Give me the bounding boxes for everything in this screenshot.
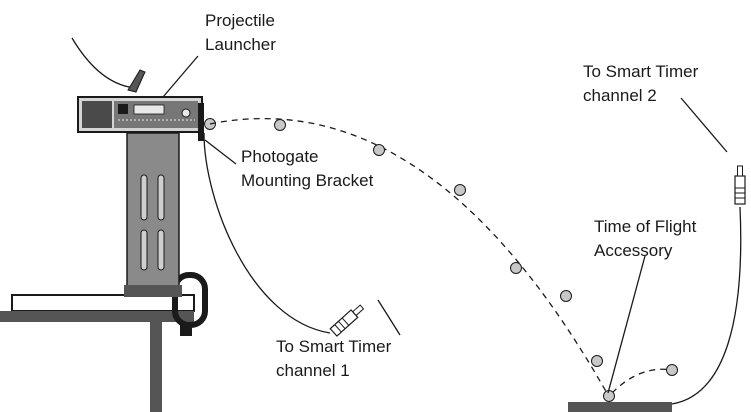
label-launcher-line1: Projectile: [205, 11, 275, 30]
launcher-panel-left: [82, 101, 112, 128]
label-tof-line1: Time of Flight: [594, 217, 697, 236]
stand-slot-1: [140, 174, 148, 221]
label-channel2-line2: channel 2: [583, 86, 657, 105]
leader-channel-1: [377, 299, 401, 336]
launcher-knob: [118, 104, 128, 114]
projectile-launcher: [71, 37, 216, 141]
table: [0, 294, 195, 412]
projectile-ball: [373, 144, 385, 156]
label-launcher-line2: Launcher: [205, 35, 276, 54]
launcher-stand: [124, 132, 182, 297]
plug-1-icon: [329, 304, 365, 337]
bounce-path: [611, 368, 673, 394]
launcher-window: [133, 104, 165, 115]
stand-slot-4: [157, 229, 165, 271]
trajectory-path: [209, 117, 609, 396]
cable-2: [671, 206, 742, 405]
launcher-trigger: [127, 69, 146, 93]
launcher-pivot: [181, 108, 191, 118]
leader-launcher: [162, 55, 199, 98]
table-top: [11, 294, 195, 312]
plug-2-icon: [734, 165, 746, 205]
leader-bracket: [204, 139, 237, 165]
label-channel1-line1: To Smart Timer: [276, 337, 392, 356]
projectile-ball: [603, 390, 615, 402]
projectile-ball: [591, 355, 603, 367]
label-tof-line2: Accessory: [594, 241, 673, 260]
stand-slot-2: [157, 174, 165, 221]
leader-channel-2: [680, 97, 728, 153]
clamp-screw: [180, 322, 192, 336]
projectile-ball: [510, 262, 522, 274]
cable-channel-2: [671, 165, 746, 405]
table-edge: [0, 311, 194, 322]
leader-tof: [607, 255, 646, 394]
photogate-bracket: [198, 103, 204, 141]
stand-post: [126, 132, 180, 294]
cable-channel-1: [203, 132, 365, 337]
table-leg: [150, 322, 162, 412]
stand-foot: [124, 285, 182, 297]
stand-slot-3: [140, 229, 148, 271]
label-channel2-line1: To Smart Timer: [583, 62, 699, 81]
time-of-flight-pad: [568, 402, 672, 412]
cable-1: [203, 132, 331, 334]
projectile-ball: [454, 184, 466, 196]
label-bracket-line1: Photogate: [241, 147, 319, 166]
trajectory: [209, 117, 678, 402]
label-channel1-line2: channel 1: [276, 361, 350, 380]
projectile-ball: [560, 290, 572, 302]
projectile-ball: [666, 364, 678, 376]
table-clamp: [172, 272, 208, 336]
label-bracket-line2: Mounting Bracket: [241, 171, 374, 190]
leader-lines: [162, 55, 728, 394]
projectile-ball: [274, 119, 286, 131]
launcher-cord: [71, 37, 137, 89]
